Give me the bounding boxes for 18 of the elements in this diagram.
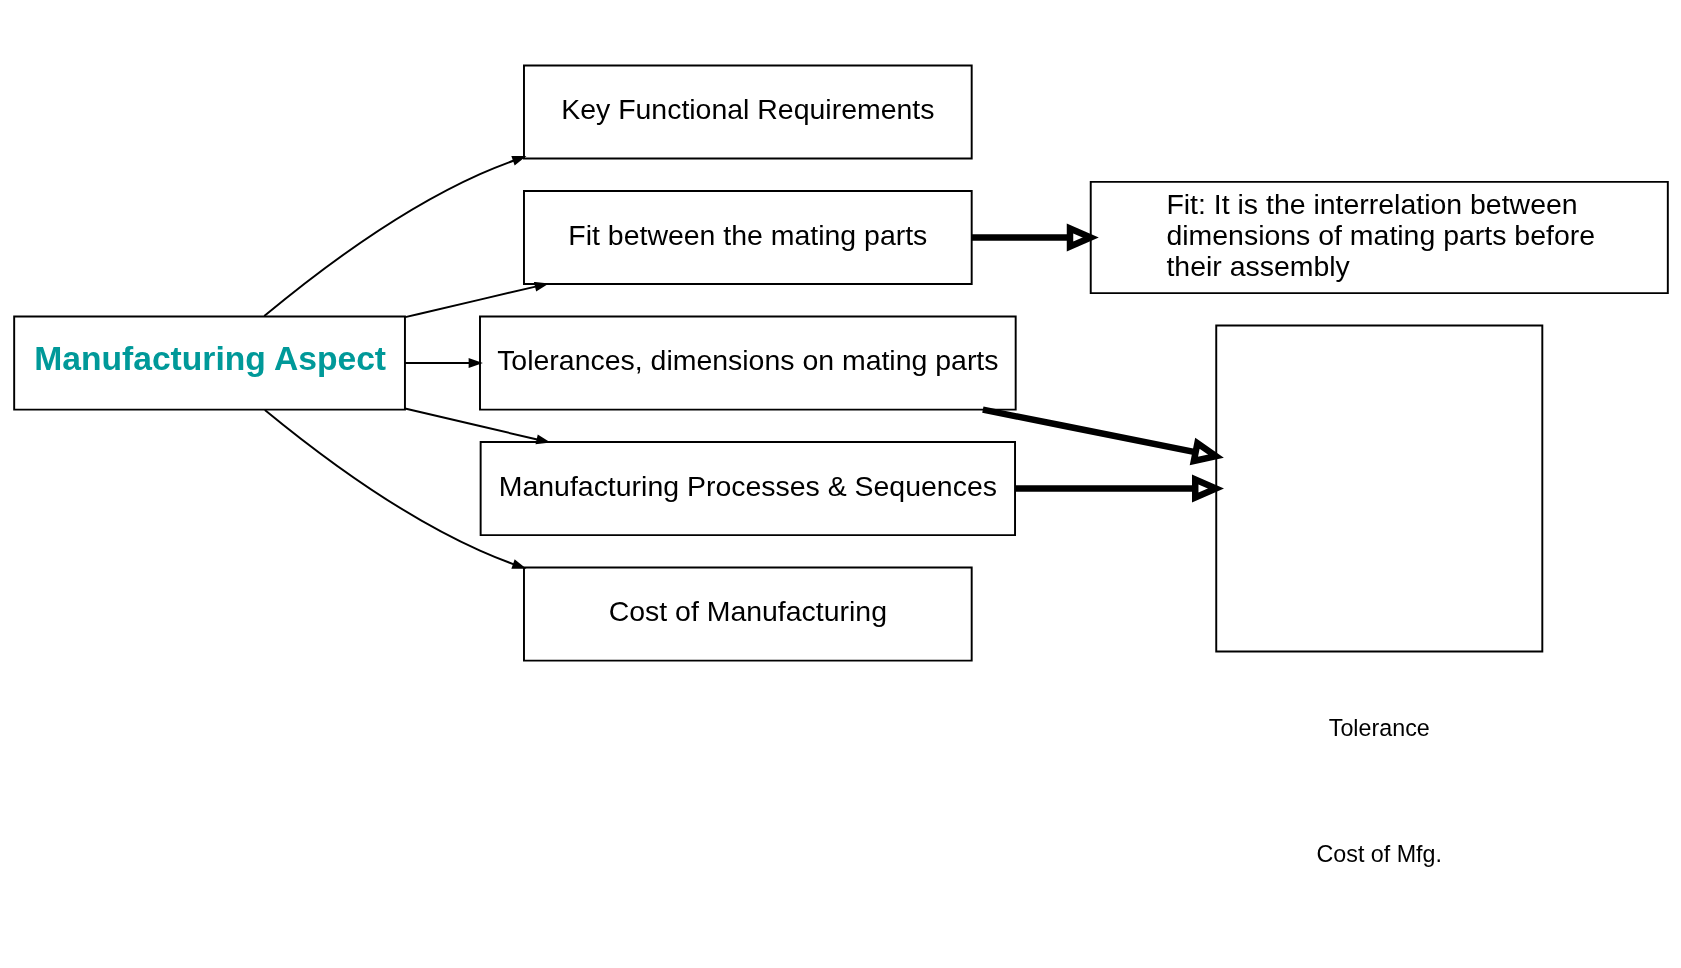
label: Tolerance — [1328, 715, 1430, 742]
node-box: Manufacturing Aspect — [12, 315, 406, 411]
arrow — [403, 281, 549, 319]
node-box — [1214, 324, 1543, 653]
arrow — [971, 223, 1099, 252]
label: Cost of Mfg. — [1316, 840, 1442, 867]
arrow — [262, 156, 526, 318]
arrow — [263, 408, 526, 569]
node-box: Manufacturing Processes & Sequences — [479, 440, 1016, 537]
arrow — [403, 407, 550, 445]
arrow — [403, 358, 483, 368]
node-box: Cost of Manufacturing — [522, 566, 973, 662]
node-box: Key Functional Requirements — [522, 64, 973, 160]
node-box: Fit: It is the interrelation between dimensions of mating parts before their assembly — [1089, 180, 1669, 295]
arrow — [1014, 474, 1224, 503]
arrow — [981, 406, 1224, 466]
node-box: Tolerances, dimensions on mating parts — [478, 315, 1017, 411]
node-box: Fit between the mating parts — [522, 189, 973, 286]
